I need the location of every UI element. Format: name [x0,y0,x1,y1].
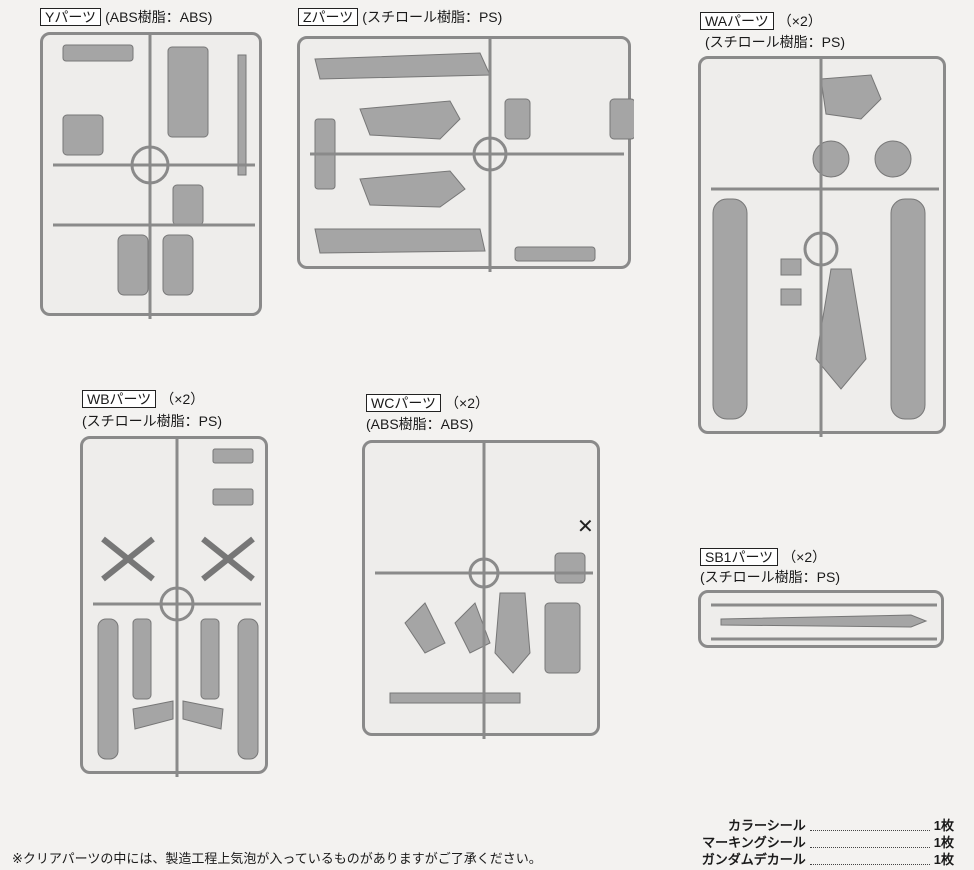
wc-parts-material: (ABS樹脂：ABS) [366,416,474,432]
wb-parts-runner [80,436,268,777]
wa-parts-drawing [711,59,939,437]
wa-parts-material: (スチロール樹脂：PS) [705,34,845,50]
wb-parts-qty: （×2） [160,391,205,407]
z-parts-title: Zパーツ [298,8,359,26]
wc-parts-runner: ✕ [362,440,600,739]
wb-parts-header: WBパーツ（×2） [82,390,204,408]
y-parts-material: (ABS樹脂：ABS) [105,9,213,25]
footnote: ※クリアパーツの中には、製造工程上気泡が入っているものがありますがご了承ください… [12,851,542,866]
y-parts-runner [40,32,262,319]
seal-count: 1枚 [933,852,954,867]
sb1-parts-drawing [711,603,937,641]
wc-parts-qty: （×2） [445,395,490,411]
wc-parts-header: WCパーツ（×2） [366,394,489,412]
seal-count: 1枚 [933,818,954,833]
z-parts-header: Zパーツ(スチロール樹脂：PS) [298,8,502,26]
seal-row-decal: ガンダムデカール 1枚 [702,849,954,868]
y-parts-header: Yパーツ(ABS樹脂：ABS) [40,8,212,26]
sb1-parts-header: SB1パーツ（×2） [700,548,826,566]
wb-parts-material: (スチロール樹脂：PS) [82,413,222,429]
seal-count: 1枚 [933,835,954,850]
y-parts-title: Yパーツ [40,8,102,26]
wb-parts-drawing [93,439,261,777]
z-parts-drawing [310,39,634,272]
seal-name: ガンダムデカール [701,852,806,867]
wa-parts-qty: （×2） [777,13,822,29]
seal-row-color: カラーシール 1枚 [728,815,954,834]
wa-parts-header: WAパーツ（×2） [700,12,822,30]
wa-parts-runner [698,56,946,437]
sb1-parts-material: (スチロール樹脂：PS) [700,569,840,585]
sb1-parts-qty: （×2） [782,549,827,565]
sb1-parts-title: SB1パーツ [700,548,779,566]
wb-parts-title: WBパーツ [82,390,157,408]
seal-name: カラーシール [728,818,806,833]
wa-parts-title: WAパーツ [700,12,774,30]
wc-parts-title: WCパーツ [366,394,442,412]
sb1-parts-runner [698,590,944,648]
seal-name: マーキングシール [702,835,806,850]
svg-text:✕: ✕ [577,514,594,538]
z-parts-material: (スチロール樹脂：PS) [362,9,503,25]
wc-parts-drawing: ✕ [375,443,594,739]
z-parts-runner [297,36,634,272]
seal-row-marking: マーキングシール 1枚 [702,832,954,851]
y-parts-drawing [53,35,255,319]
